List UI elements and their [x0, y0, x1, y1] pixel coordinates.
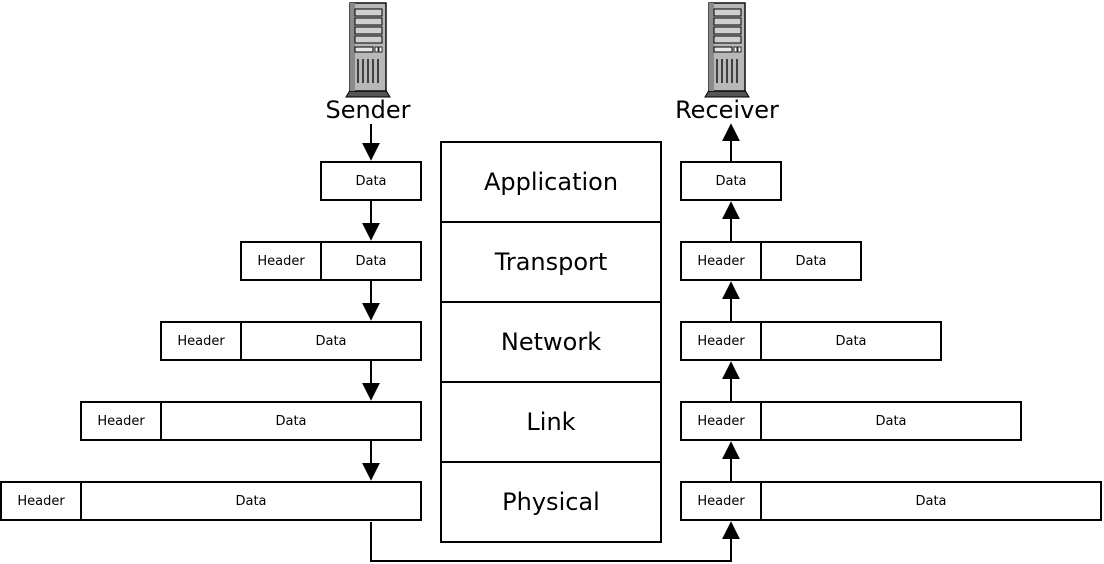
server-icon [704, 2, 750, 98]
data-segment [160, 401, 422, 441]
data-segment [80, 481, 422, 521]
sender-packet-transport: Header Data [240, 241, 422, 281]
data-label: Data [355, 254, 386, 269]
sender-host: Sender [325, 2, 411, 124]
data-label: Data [915, 494, 946, 509]
header-label: Header [97, 414, 145, 429]
header-label: Header [697, 334, 745, 349]
data-label: Data [715, 174, 746, 189]
header-segment [240, 241, 322, 281]
header-segment [680, 321, 762, 361]
data-segment [760, 321, 942, 361]
layer-label: Application [484, 168, 618, 196]
server-icon [345, 2, 391, 98]
data-label: Data [875, 414, 906, 429]
header-label: Header [17, 494, 65, 509]
data-label: Data [795, 254, 826, 269]
data-label: Data [235, 494, 266, 509]
header-label: Header [697, 254, 745, 269]
data-segment [760, 401, 1022, 441]
layer-physical [440, 461, 662, 543]
data-segment [760, 481, 1102, 521]
receiver-packet-application: Data [680, 161, 782, 201]
data-segment [320, 161, 422, 201]
header-segment [80, 401, 162, 441]
sender-label: Sender [325, 96, 410, 124]
sender-packets: Data Header Data Header Data Header Data… [0, 161, 422, 521]
data-label: Data [355, 174, 386, 189]
data-segment [760, 241, 862, 281]
sender-packet-network: Header Data [160, 321, 422, 361]
header-label: Header [257, 254, 305, 269]
header-segment [680, 401, 762, 441]
header-label: Header [697, 494, 745, 509]
receiver-packet-link: Header Data [680, 401, 1022, 441]
data-label: Data [835, 334, 866, 349]
layer-stack [440, 141, 662, 543]
header-segment [0, 481, 82, 521]
receiver-packet-network: Header Data [680, 321, 942, 361]
receiver-host: Receiver [675, 2, 779, 124]
receiver-label: Receiver [675, 96, 779, 124]
receiver-packets: Data Header Data Header Data Header Data… [680, 161, 1102, 521]
receiver-packet-physical: Header Data [680, 481, 1102, 521]
data-segment [320, 241, 422, 281]
layer-label: Physical [502, 488, 600, 516]
data-label: Data [275, 414, 306, 429]
header-label: Header [697, 414, 745, 429]
layer-labels: Application Transport Network Link Physi… [484, 168, 618, 516]
receiver-packet-transport: Header Data [680, 241, 862, 281]
transmission-path-arrow [370, 521, 740, 562]
header-segment [680, 481, 762, 521]
layer-label: Link [526, 408, 575, 436]
data-segment [240, 321, 422, 361]
layer-label: Transport [494, 248, 608, 276]
layer-label: Network [501, 328, 601, 356]
sender-packet-application: Data [320, 161, 422, 201]
data-label: Data [315, 334, 346, 349]
sender-packet-physical: Header Data [0, 481, 422, 521]
sender-packet-link: Header Data [80, 401, 422, 441]
header-label: Header [177, 334, 225, 349]
